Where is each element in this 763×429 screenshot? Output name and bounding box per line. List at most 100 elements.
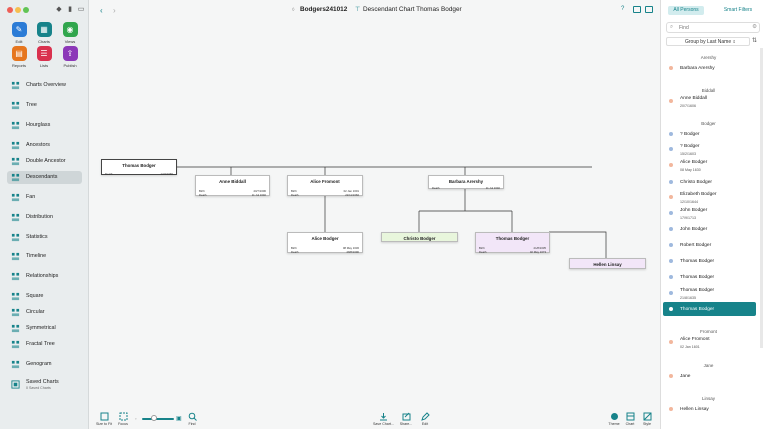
reports-toolbar-button[interactable]: ▤Reports: [10, 46, 28, 68]
chart-settings-button[interactable]: Chart: [620, 412, 640, 426]
sex-indicator-icon: [669, 132, 673, 136]
zoom-out-icon[interactable]: ▫: [135, 416, 137, 421]
person-list-item[interactable]: Jane: [663, 369, 756, 383]
charts-toolbar-button[interactable]: ▦Charts: [35, 22, 53, 44]
bookmark-icon[interactable]: ▮: [68, 6, 72, 13]
person-list-item[interactable]: Thomas Bodger: [663, 254, 756, 268]
saved-charts-icon: [11, 380, 20, 389]
find-button[interactable]: Find: [182, 412, 202, 426]
sidebar-item-symmetrical[interactable]: Symmetrical: [7, 322, 82, 335]
zoom-in-icon[interactable]: ▣: [176, 416, 182, 422]
sort-icon[interactable]: ⇅: [752, 38, 758, 44]
eye-icon: ◉: [62, 22, 78, 37]
sidebar-item-fractal-tree[interactable]: Fractal Tree: [7, 338, 82, 351]
sidebar-item-charts-overview[interactable]: Charts Overview: [7, 79, 82, 92]
report-icon: ▤: [11, 46, 27, 61]
person-card[interactable]: Christo Bodger: [381, 232, 458, 242]
person-list-item[interactable]: Thomas Bodger: [663, 302, 756, 316]
theme-button[interactable]: Theme: [604, 412, 624, 426]
person-list-item[interactable]: John Bodger: [663, 222, 756, 236]
edit-chart-button[interactable]: Edit: [415, 412, 435, 426]
sidebar-item-ancestors[interactable]: Ancestors: [7, 139, 82, 152]
sidebar-item-genogram[interactable]: Genogram: [7, 358, 82, 371]
person-list-item[interactable]: Christo Bodger: [663, 175, 756, 189]
tab-smart-filters[interactable]: Smart Filters: [723, 7, 753, 13]
zoom-slider[interactable]: [142, 415, 174, 421]
sidebar-toggle-icon[interactable]: ▭: [77, 6, 85, 13]
sidebar-item-statistics[interactable]: Statistics: [7, 231, 82, 244]
publish-toolbar-button[interactable]: ⇪Publish: [61, 46, 79, 68]
sidebar-item-label: Fan: [26, 194, 36, 200]
sidebar-item-tree[interactable]: Tree: [7, 99, 82, 112]
saved-charts-item[interactable]: Saved Charts 0 Saved Charts: [7, 378, 82, 392]
group-header: Arershy: [700, 55, 717, 60]
sidebar-item-descendants[interactable]: Descendants: [7, 171, 82, 184]
tag-icon[interactable]: ◆: [56, 6, 62, 13]
sidebar-item-fan[interactable]: Fan: [7, 191, 82, 204]
person-name: Barbara Arershy: [680, 65, 715, 71]
person-card-name: Barbara Arershy: [448, 179, 484, 184]
person-list-item[interactable]: Robert Bodger: [663, 238, 756, 252]
group-header: Jane: [703, 363, 714, 368]
sidebar-item-circular[interactable]: Circular: [7, 306, 82, 319]
style-button[interactable]: Style: [637, 412, 657, 426]
person-card-name: Christo Bodger: [403, 235, 436, 241]
help-icon[interactable]: ?: [621, 6, 625, 12]
sidebar-item-relationships[interactable]: Relationships: [7, 270, 82, 283]
window-layout-icon[interactable]: [633, 6, 641, 13]
tab-all-persons[interactable]: All Persons: [668, 6, 704, 15]
group-by-select[interactable]: Group by Last Name ⇕: [666, 37, 750, 46]
download-icon: [379, 412, 388, 421]
search-input[interactable]: [679, 24, 749, 32]
person-name: ? Bodger: [680, 144, 700, 149]
sidebar-item-hourglass[interactable]: Hourglass: [7, 119, 82, 132]
focus-button[interactable]: Focus: [113, 412, 133, 426]
sidebar-item-square[interactable]: Square: [7, 290, 82, 303]
sidebar-item-timeline[interactable]: Timeline: [7, 250, 82, 263]
person-card[interactable]: Hellen Linsay: [569, 258, 646, 269]
filter-options-icon[interactable]: ⚙: [752, 24, 757, 30]
lists-toolbar-button[interactable]: ☰Lists: [35, 46, 53, 68]
person-list-item[interactable]: ? Bodger: [663, 127, 756, 141]
back-icon[interactable]: ‹: [100, 6, 103, 15]
zoom-slider-knob[interactable]: [151, 415, 157, 421]
person-date: 15/2/1603: [680, 152, 696, 156]
edit-toolbar-button[interactable]: ✎Edit: [10, 22, 28, 44]
sidebar-item-label: Hourglass: [26, 122, 51, 128]
sidebar-item-double-ancestor[interactable]: Double Ancestor: [7, 155, 82, 168]
group-header: Biddall: [701, 88, 716, 93]
save-chart-button[interactable]: Save Chart...: [373, 412, 394, 426]
share-button[interactable]: Share...: [396, 412, 416, 426]
distribution-icon: [11, 213, 20, 222]
zoom-window-button[interactable]: [23, 7, 29, 13]
person-list-item[interactable]: Thomas Bodger: [663, 270, 756, 284]
person-list-item[interactable]: Barbara Arershy: [663, 61, 756, 75]
minimize-window-button[interactable]: [15, 7, 21, 13]
fact-label: Birth: [199, 189, 205, 193]
close-window-button[interactable]: [7, 7, 13, 13]
sidebar-item-distribution[interactable]: Distribution: [7, 211, 82, 224]
sidebar-item-label: Double Ancestor: [26, 158, 66, 164]
views-toolbar-button[interactable]: ◉Views: [61, 22, 79, 44]
person-list-item[interactable]: Hellen Linsay: [663, 402, 756, 416]
person-list-scrollbar[interactable]: [760, 48, 763, 348]
forward-icon[interactable]: ›: [113, 6, 116, 15]
search-field[interactable]: ⌕ ⚙: [666, 22, 760, 33]
inspector-toggle-icon[interactable]: [645, 6, 653, 13]
size-to-fit-button[interactable]: Size to Fit: [94, 412, 114, 426]
person-list-item[interactable]: ? Bodger 15/2/1603: [663, 142, 756, 156]
